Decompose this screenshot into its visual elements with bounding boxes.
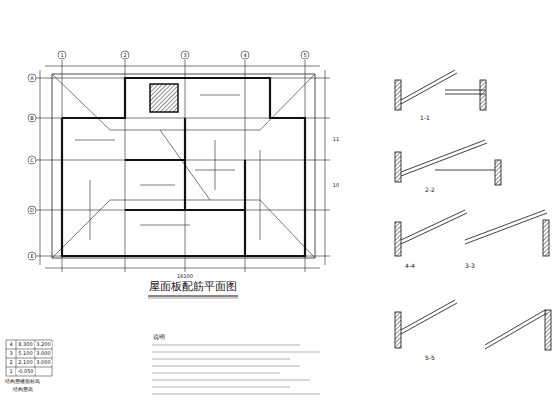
section-label: 2-2 xyxy=(424,187,436,193)
table-cell: 4 xyxy=(8,342,13,347)
grid-label: 5 xyxy=(302,53,307,58)
table-cell: 3.200 xyxy=(35,342,51,347)
table-cell: 5.100 xyxy=(17,351,33,356)
grid-label: 1 xyxy=(59,53,64,58)
table-cell: 2.100 xyxy=(17,360,33,365)
table-cell: 8.300 xyxy=(17,342,33,347)
grid-label: C xyxy=(29,158,35,163)
table-cell: 3.000 xyxy=(35,360,51,365)
section-label: 4-4 xyxy=(404,263,416,269)
grid-label: 3 xyxy=(182,53,187,58)
dimension: 11 xyxy=(332,137,340,142)
notes-heading: 说明 xyxy=(152,334,166,340)
grid-label: 2 xyxy=(122,53,127,58)
grid-label: 4 xyxy=(242,53,247,58)
table-cell: 1 xyxy=(8,369,13,374)
dimension: 10 xyxy=(332,183,340,188)
grid-label: D xyxy=(29,208,35,213)
section-label: 5-5 xyxy=(424,355,436,361)
drawing-title: 屋面板配筋平面图 xyxy=(148,281,238,292)
table-caption: 结构层高 xyxy=(12,387,34,392)
table-cell: 2 xyxy=(8,360,13,365)
table-cell: 3 xyxy=(8,351,13,356)
section-label: 3-3 xyxy=(464,263,476,269)
grid-label: E xyxy=(29,254,34,259)
table-caption: 结构层楼面标高 xyxy=(4,379,41,384)
grid-label: A xyxy=(29,76,34,81)
table-cell: 3.000 xyxy=(35,351,51,356)
section-label: 1-1 xyxy=(419,115,431,121)
table-cell: -0.050 xyxy=(16,369,34,374)
grid-label: B xyxy=(29,116,34,121)
dimension: 16100 xyxy=(176,274,194,279)
